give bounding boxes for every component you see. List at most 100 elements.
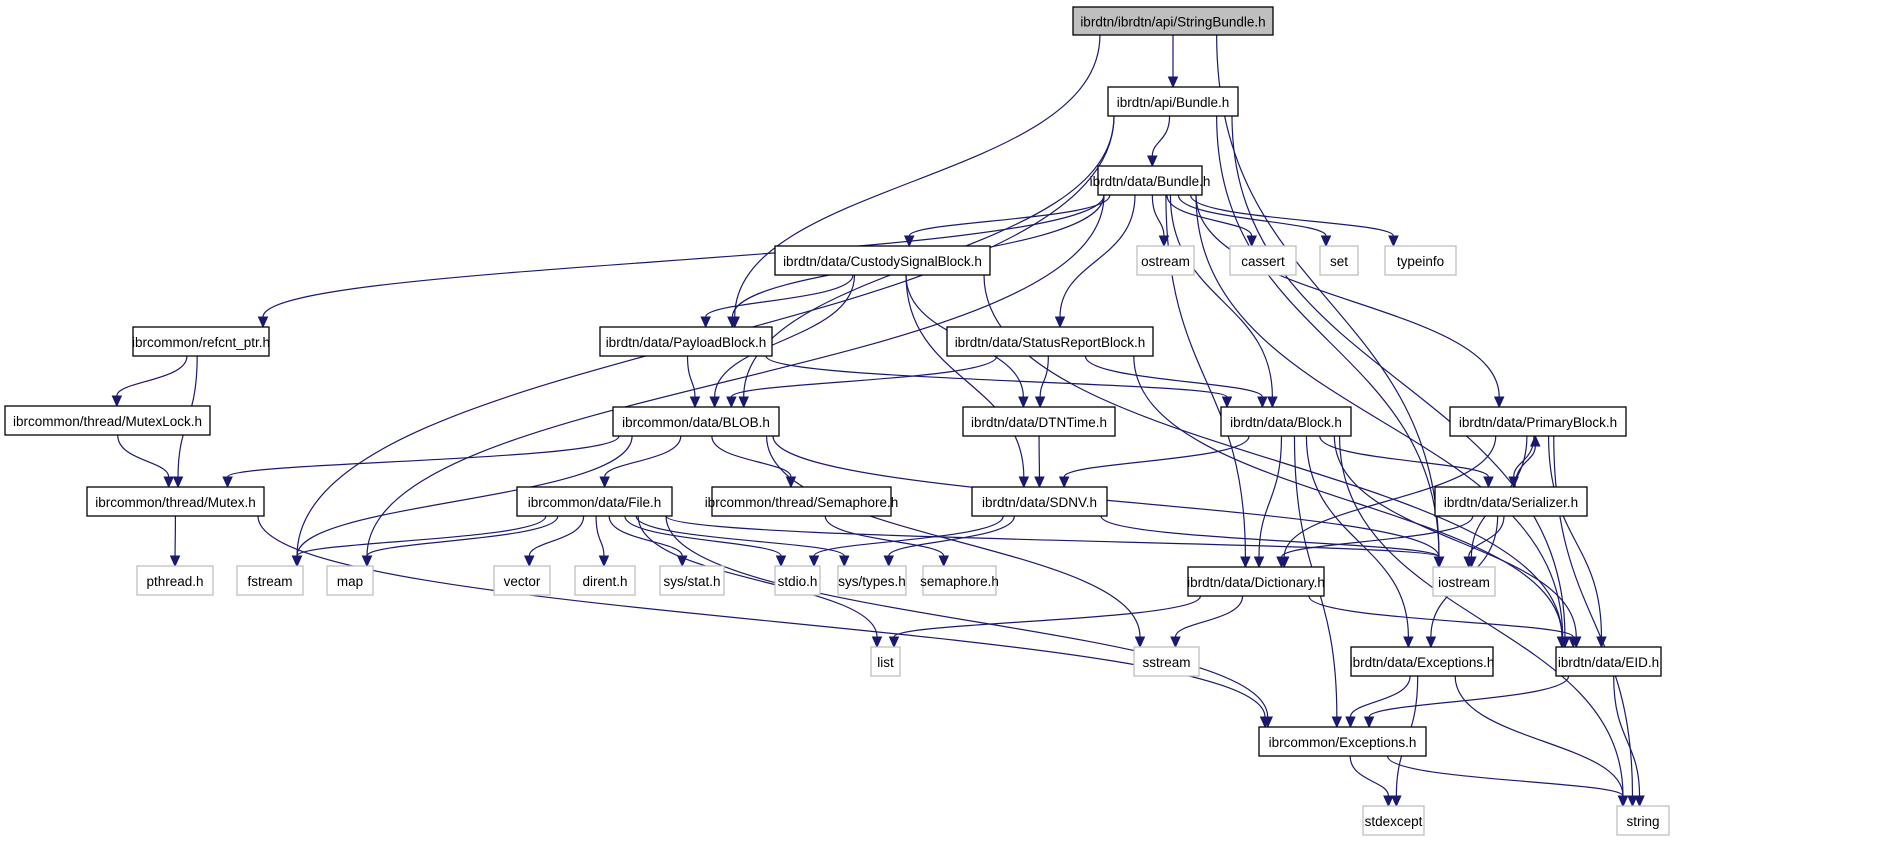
node-set: set — [1319, 245, 1359, 276]
arrowhead-icon — [523, 555, 535, 568]
edge-block-to-serializer — [1319, 435, 1494, 489]
node-statusreport[interactable]: ibrdtn/data/StatusReportBlock.h — [946, 326, 1154, 357]
arrowhead-icon — [1425, 636, 1437, 649]
edge-line — [1368, 675, 1570, 718]
node-sysstat: sys/stat.h — [659, 565, 725, 596]
edge-line — [905, 274, 1025, 478]
edge-line — [893, 595, 1202, 638]
node-primary[interactable]: ibrdtn/data/PrimaryBlock.h — [1449, 406, 1627, 437]
edge-dictionary-to-list — [888, 595, 1202, 649]
edge-serializer-to-primary — [1514, 434, 1541, 488]
edge-file-to-list — [637, 515, 883, 649]
node-label: ibrdtn/data/CustodySignalBlock.h — [783, 254, 982, 269]
edge-api_bundle-to-data_bundle — [1147, 115, 1171, 168]
node-label: ibrcommon/Exceptions.h — [1269, 735, 1417, 750]
arrowhead-icon — [1463, 556, 1474, 569]
edge-line — [1258, 435, 1283, 558]
edge-file-to-common_exceptions — [665, 515, 1273, 729]
arrowhead-icon — [1433, 556, 1445, 569]
edge-blob-to-semaphoreh — [711, 435, 797, 489]
edge-data_bundle-to-set — [1177, 194, 1332, 248]
node-data-bundle[interactable]: ibrdtn/data/Bundle.h — [1090, 165, 1211, 196]
node-dtn-exceptions[interactable]: ibrdtn/data/Exceptions.h — [1350, 646, 1495, 677]
arrowhead-icon — [871, 636, 883, 649]
node-stdio: stdio.h — [774, 565, 821, 596]
edge-sdnv-to-stdio — [808, 515, 1004, 568]
nodes-layer: ibrdtn/ibrdtn/api/StringBundle.h ibrdtn/a… — [4, 6, 1670, 836]
node-refcnt[interactable]: ibrcommon/refcnt_ptr.h — [132, 326, 270, 357]
node-mutexlock[interactable]: ibrcommon/thread/MutexLock.h — [4, 405, 211, 436]
node-box — [1107, 86, 1239, 117]
node-label: ibrcommon/data/BLOB.h — [622, 415, 770, 430]
edge-sdnv-to-iostream — [1100, 515, 1445, 569]
edge-stringbundle-to-api_bundle — [1167, 35, 1179, 89]
node-box — [493, 565, 551, 596]
edge-line — [1514, 445, 1536, 488]
edge-file-to-sysstat — [608, 515, 688, 568]
node-label: cassert — [1241, 254, 1285, 269]
arrowhead-icon — [1267, 396, 1278, 409]
arrowhead-icon — [1493, 396, 1505, 409]
node-dtntime[interactable]: ibrdtn/data/DTNTime.h — [962, 406, 1116, 437]
edge-line — [635, 515, 845, 557]
node-label: fstream — [247, 574, 292, 589]
node-stringbundle[interactable]: ibrdtn/ibrdtn/api/StringBundle.h — [1072, 6, 1274, 36]
edge-eid-to-string — [1613, 675, 1645, 808]
arrowhead-icon — [1483, 476, 1494, 489]
edge-common_exceptions-to-string — [1386, 755, 1629, 808]
node-box — [946, 326, 1154, 357]
arrowhead-icon — [1240, 556, 1251, 569]
node-payload[interactable]: ibrdtn/data/PayloadBlock.h — [599, 326, 773, 357]
node-label: ibrcommon/thread/Mutex.h — [95, 495, 256, 510]
edge-line — [1216, 115, 1440, 558]
node-label: stdio.h — [778, 574, 818, 589]
edge-line — [714, 274, 856, 398]
arrowhead-icon — [1345, 716, 1356, 729]
node-block[interactable]: ibrdtn/data/Block.h — [1220, 406, 1352, 437]
node-label: ibrdtn/data/DTNTime.h — [971, 415, 1107, 430]
node-label: dirent.h — [582, 574, 627, 589]
node-semaphoreh[interactable]: ibrcommon/thread/Semaphore.h — [705, 486, 899, 517]
edge-dtn_exceptions-to-string — [1454, 675, 1629, 808]
node-label: ibrdtn/data/Bundle.h — [1090, 174, 1211, 189]
edge-line — [824, 515, 945, 557]
edge-line — [1305, 435, 1409, 638]
node-serializer[interactable]: ibrdtn/data/Serializer.h — [1434, 486, 1588, 517]
node-systypes: sys/types.h — [837, 565, 907, 596]
node-fstream: fstream — [236, 565, 304, 596]
node-box — [774, 565, 821, 596]
arrowhead-icon — [1320, 235, 1332, 248]
edge-line — [296, 515, 547, 557]
edge-data_bundle-to-cassert — [1166, 194, 1257, 248]
arrowhead-icon — [738, 396, 749, 409]
node-mutex[interactable]: ibrcommon/thread/Mutex.h — [86, 486, 265, 517]
arrowhead-icon — [1331, 716, 1343, 729]
node-label: ibrdtn/data/Block.h — [1230, 415, 1342, 430]
node-eid[interactable]: ibrdtn/data/EID.h — [1555, 646, 1662, 677]
node-dictionary[interactable]: ibrdtn/data/Dictionary.h — [1187, 566, 1325, 597]
edge-line — [1333, 435, 1577, 638]
node-box — [1434, 486, 1588, 517]
node-custody[interactable]: ibrdtn/data/CustodySignalBlock.h — [774, 245, 991, 276]
node-api-bundle[interactable]: ibrdtn/api/Bundle.h — [1107, 86, 1239, 117]
edge-file-to-vector — [523, 515, 585, 568]
edge-block-to-eid — [1333, 435, 1582, 649]
node-label: sys/types.h — [838, 574, 906, 589]
node-box — [1362, 805, 1425, 836]
node-sdnv[interactable]: ibrdtn/data/SDNV.h — [971, 486, 1108, 517]
arrowhead-icon — [111, 395, 123, 408]
node-blob[interactable]: ibrcommon/data/BLOB.h — [612, 406, 780, 437]
edge-line — [1174, 595, 1244, 638]
edge-file-to-map — [361, 515, 559, 568]
arrowhead-icon — [1388, 235, 1399, 248]
node-file[interactable]: ibrcommon/data/File.h — [516, 486, 673, 517]
node-box — [1555, 646, 1662, 677]
edge-dtn_exceptions-to-common_exceptions — [1345, 675, 1411, 729]
arrowhead-icon — [1018, 396, 1029, 409]
edge-line — [734, 34, 1101, 318]
edge-primary-to-serializer — [1508, 435, 1535, 489]
edge-line — [1280, 515, 1474, 558]
arrowhead-icon — [700, 316, 711, 329]
node-label: vector — [504, 574, 541, 589]
node-common-exceptions[interactable]: ibrcommon/Exceptions.h — [1258, 726, 1427, 757]
